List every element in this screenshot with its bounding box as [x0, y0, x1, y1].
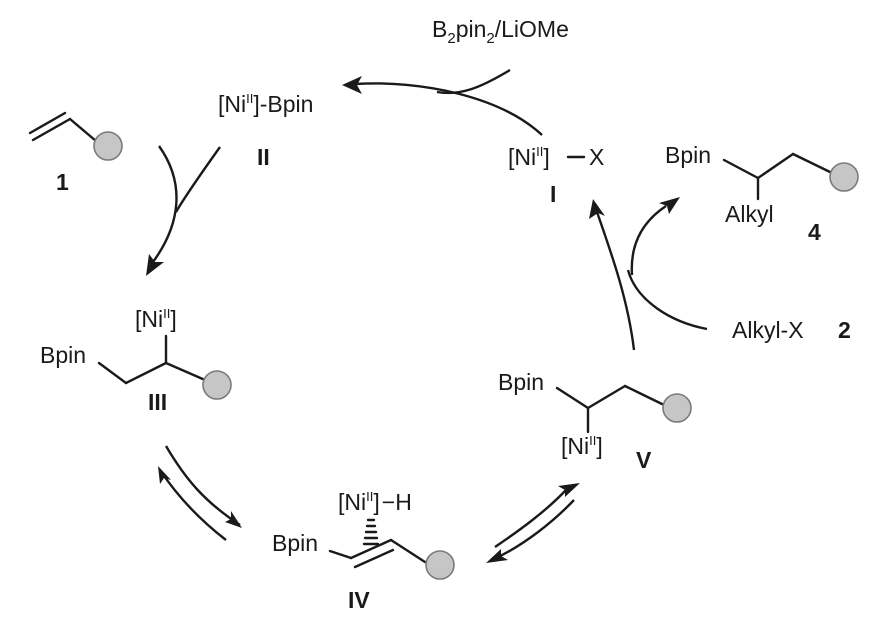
equilibrium-IV-V — [486, 483, 580, 563]
species-I-ligand: X — [589, 144, 604, 170]
species-III-label: III — [148, 389, 167, 415]
product-4-structure — [722, 152, 859, 201]
species-I-formula: [NiII] — [508, 144, 550, 170]
arrow-II-merge — [174, 146, 221, 213]
arrow-to-product-4-head — [659, 197, 680, 214]
species-V-ni: [NiII] — [561, 433, 603, 459]
species-III-ni: [NiII] — [135, 306, 177, 332]
substrate-ball-1 — [93, 131, 123, 161]
arrow-to-product-4 — [630, 205, 667, 276]
arrow-I-to-II-head — [342, 76, 362, 94]
substrate-ball-V — [662, 393, 692, 423]
species-IV-structure — [328, 518, 455, 580]
arrow-V-to-I — [595, 211, 636, 351]
species-V-label: V — [636, 447, 652, 473]
arrow-to-III-head — [146, 254, 164, 276]
species-III-structure — [97, 334, 232, 400]
substrate-ball-4 — [829, 162, 859, 192]
species-IV-bpin: Bpin — [272, 530, 318, 556]
species-I-label: I — [550, 181, 556, 207]
species-IV-ni-h: [NiII]−H — [338, 489, 412, 515]
arrow-1-to-III — [152, 145, 178, 263]
product-4-alkyl: Alkyl — [725, 201, 774, 227]
species-II-formula: [NiII]-Bpin — [218, 91, 313, 117]
compound-2-alkyl-x: Alkyl-X — [732, 317, 804, 343]
product-4-bpin: Bpin — [665, 142, 711, 168]
compound-1-label: 1 — [56, 169, 69, 195]
species-II-label: II — [257, 144, 270, 170]
alkyl-x-entry-curve — [626, 269, 708, 331]
substrate-ball-IV — [425, 550, 455, 580]
arrow-V-to-I-head — [589, 199, 605, 219]
species-IV-label: IV — [348, 587, 370, 613]
reagent-entry-curve — [436, 68, 511, 95]
species-V-bpin: Bpin — [498, 369, 544, 395]
reagent-b2pin2-limome: B2pin2/LiOMe — [432, 16, 569, 47]
substrate-ball-III — [202, 370, 232, 400]
compound-1-structure — [28, 111, 123, 161]
arrow-I-to-II — [354, 82, 543, 136]
species-V-structure — [555, 384, 692, 434]
product-4-label: 4 — [808, 219, 821, 245]
equilibrium-III-IV — [158, 445, 242, 541]
compound-2-label: 2 — [838, 317, 851, 343]
species-III-bpin: Bpin — [40, 342, 86, 368]
